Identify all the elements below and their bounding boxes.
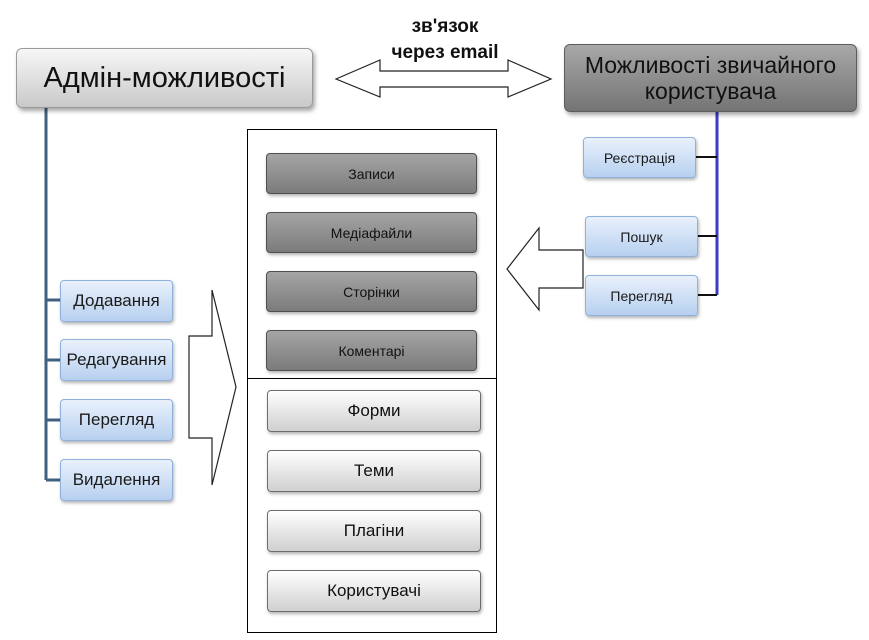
connection-label-line2: через email bbox=[391, 42, 499, 63]
admin-action-add: Додавання bbox=[60, 280, 173, 322]
content-item-media: Медіафайли bbox=[266, 212, 477, 253]
user-capabilities-box: Можливості звичайного користувача bbox=[564, 44, 857, 112]
user-action-register: Реєстрація bbox=[583, 137, 696, 178]
admin-action-edit: Редагування bbox=[60, 339, 173, 381]
bidirectional-arrow bbox=[334, 59, 553, 98]
admin-to-panel-arrow bbox=[188, 289, 237, 486]
connection-label: зв'язок через email bbox=[375, 14, 515, 66]
admin-item-plugins: Плагіни bbox=[267, 510, 481, 552]
admin-action-delete: Видалення bbox=[60, 459, 173, 501]
admin-item-themes: Теми bbox=[267, 450, 481, 492]
user-action-search: Пошук bbox=[585, 216, 698, 257]
panel-divider bbox=[248, 378, 496, 379]
admin-item-forms: Форми bbox=[267, 390, 481, 432]
user-action-view: Перегляд bbox=[585, 275, 698, 316]
admin-item-users: Користувачі bbox=[267, 570, 481, 612]
admin-action-view: Перегляд bbox=[60, 399, 173, 441]
features-panel bbox=[247, 129, 497, 633]
content-item-pages: Сторінки bbox=[266, 271, 477, 312]
admin-capabilities-box: Адмін-можливості bbox=[16, 48, 313, 108]
content-item-posts: Записи bbox=[266, 153, 477, 194]
user-to-content-arrow bbox=[506, 226, 584, 312]
connection-label-line1: зв'язок bbox=[411, 16, 479, 37]
content-item-comments: Коментарі bbox=[266, 330, 477, 371]
